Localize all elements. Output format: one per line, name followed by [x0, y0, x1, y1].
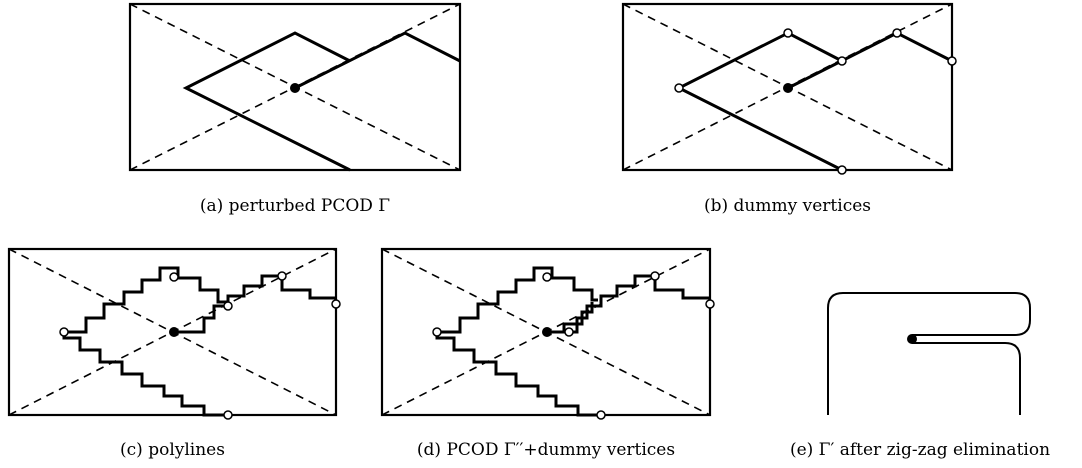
panel-c-dummy-vertex	[331, 299, 341, 309]
panel-d-dummy-vertex	[542, 272, 552, 282]
panel-e-path-right	[912, 342, 1021, 415]
panel-c-polyline-right	[174, 274, 336, 334]
caption-e: (e) Γ′ after zig-zag elimination	[789, 440, 1051, 460]
panel-c-polyline-lower	[62, 332, 228, 417]
panel-c-frame	[7, 247, 338, 417]
panel-d-frame	[380, 247, 712, 417]
panel-b-frame	[621, 2, 954, 172]
panel-e-path-loop	[827, 292, 1031, 415]
panel-a-edge-left	[182, 31, 351, 172]
panel-d-dummy-vertex	[650, 271, 660, 281]
panel-e-center-vertex	[907, 334, 917, 344]
panel-b-dummy-vertex	[892, 28, 902, 38]
panel-c-drawing	[7, 247, 341, 420]
panel-a-frame	[128, 2, 462, 172]
caption-a: (a) perturbed PCOD Γ	[199, 196, 391, 216]
panel-d-dummy-vertex	[705, 299, 715, 309]
panel-b-dummy-vertex	[674, 83, 684, 93]
caption-d: (d) PCOD Γ′′+dummy vertices	[416, 440, 676, 460]
panel-d-polyline-extra	[562, 302, 594, 332]
panel-d-drawing	[380, 247, 715, 420]
panel-d-dummy-vertex	[564, 327, 574, 337]
panel-d-dummy-vertex	[596, 410, 606, 420]
panel-c-center-vertex	[169, 327, 179, 337]
panel-c-dummy-vertex	[223, 410, 233, 420]
panel-b-dummy-vertex	[837, 56, 847, 66]
panel-b-drawing	[621, 2, 957, 175]
panel-e-drawing	[827, 292, 1031, 415]
panel-a-center-vertex	[290, 83, 300, 93]
panel-d-polyline-upper-left	[437, 266, 598, 334]
panel-b-dummy-vertex	[947, 56, 957, 66]
panel-b-dummy-vertex	[783, 28, 793, 38]
panel-b-edge-left	[675, 31, 843, 172]
panel-d-polyline-lower	[435, 332, 601, 417]
panel-c-dummy-vertex	[277, 271, 287, 281]
caption-c: (c) polylines	[120, 440, 225, 460]
panel-d-dummy-vertex	[432, 327, 442, 337]
panel-a-edge-right	[294, 31, 461, 90]
panel-c-dummy-vertex	[169, 272, 179, 282]
panel-c-dummy-vertex	[59, 327, 69, 337]
panel-c-dummy-vertex	[223, 301, 233, 311]
panel-b-center-vertex	[783, 83, 793, 93]
panel-b-dummy-vertex	[837, 165, 847, 175]
panel-d-center-vertex	[542, 327, 552, 337]
caption-b: (b) dummy vertices	[704, 196, 871, 216]
panel-a-drawing	[128, 2, 462, 172]
panel-b-edge-right	[787, 31, 953, 90]
panel-c-polyline-upper-left	[64, 266, 230, 334]
